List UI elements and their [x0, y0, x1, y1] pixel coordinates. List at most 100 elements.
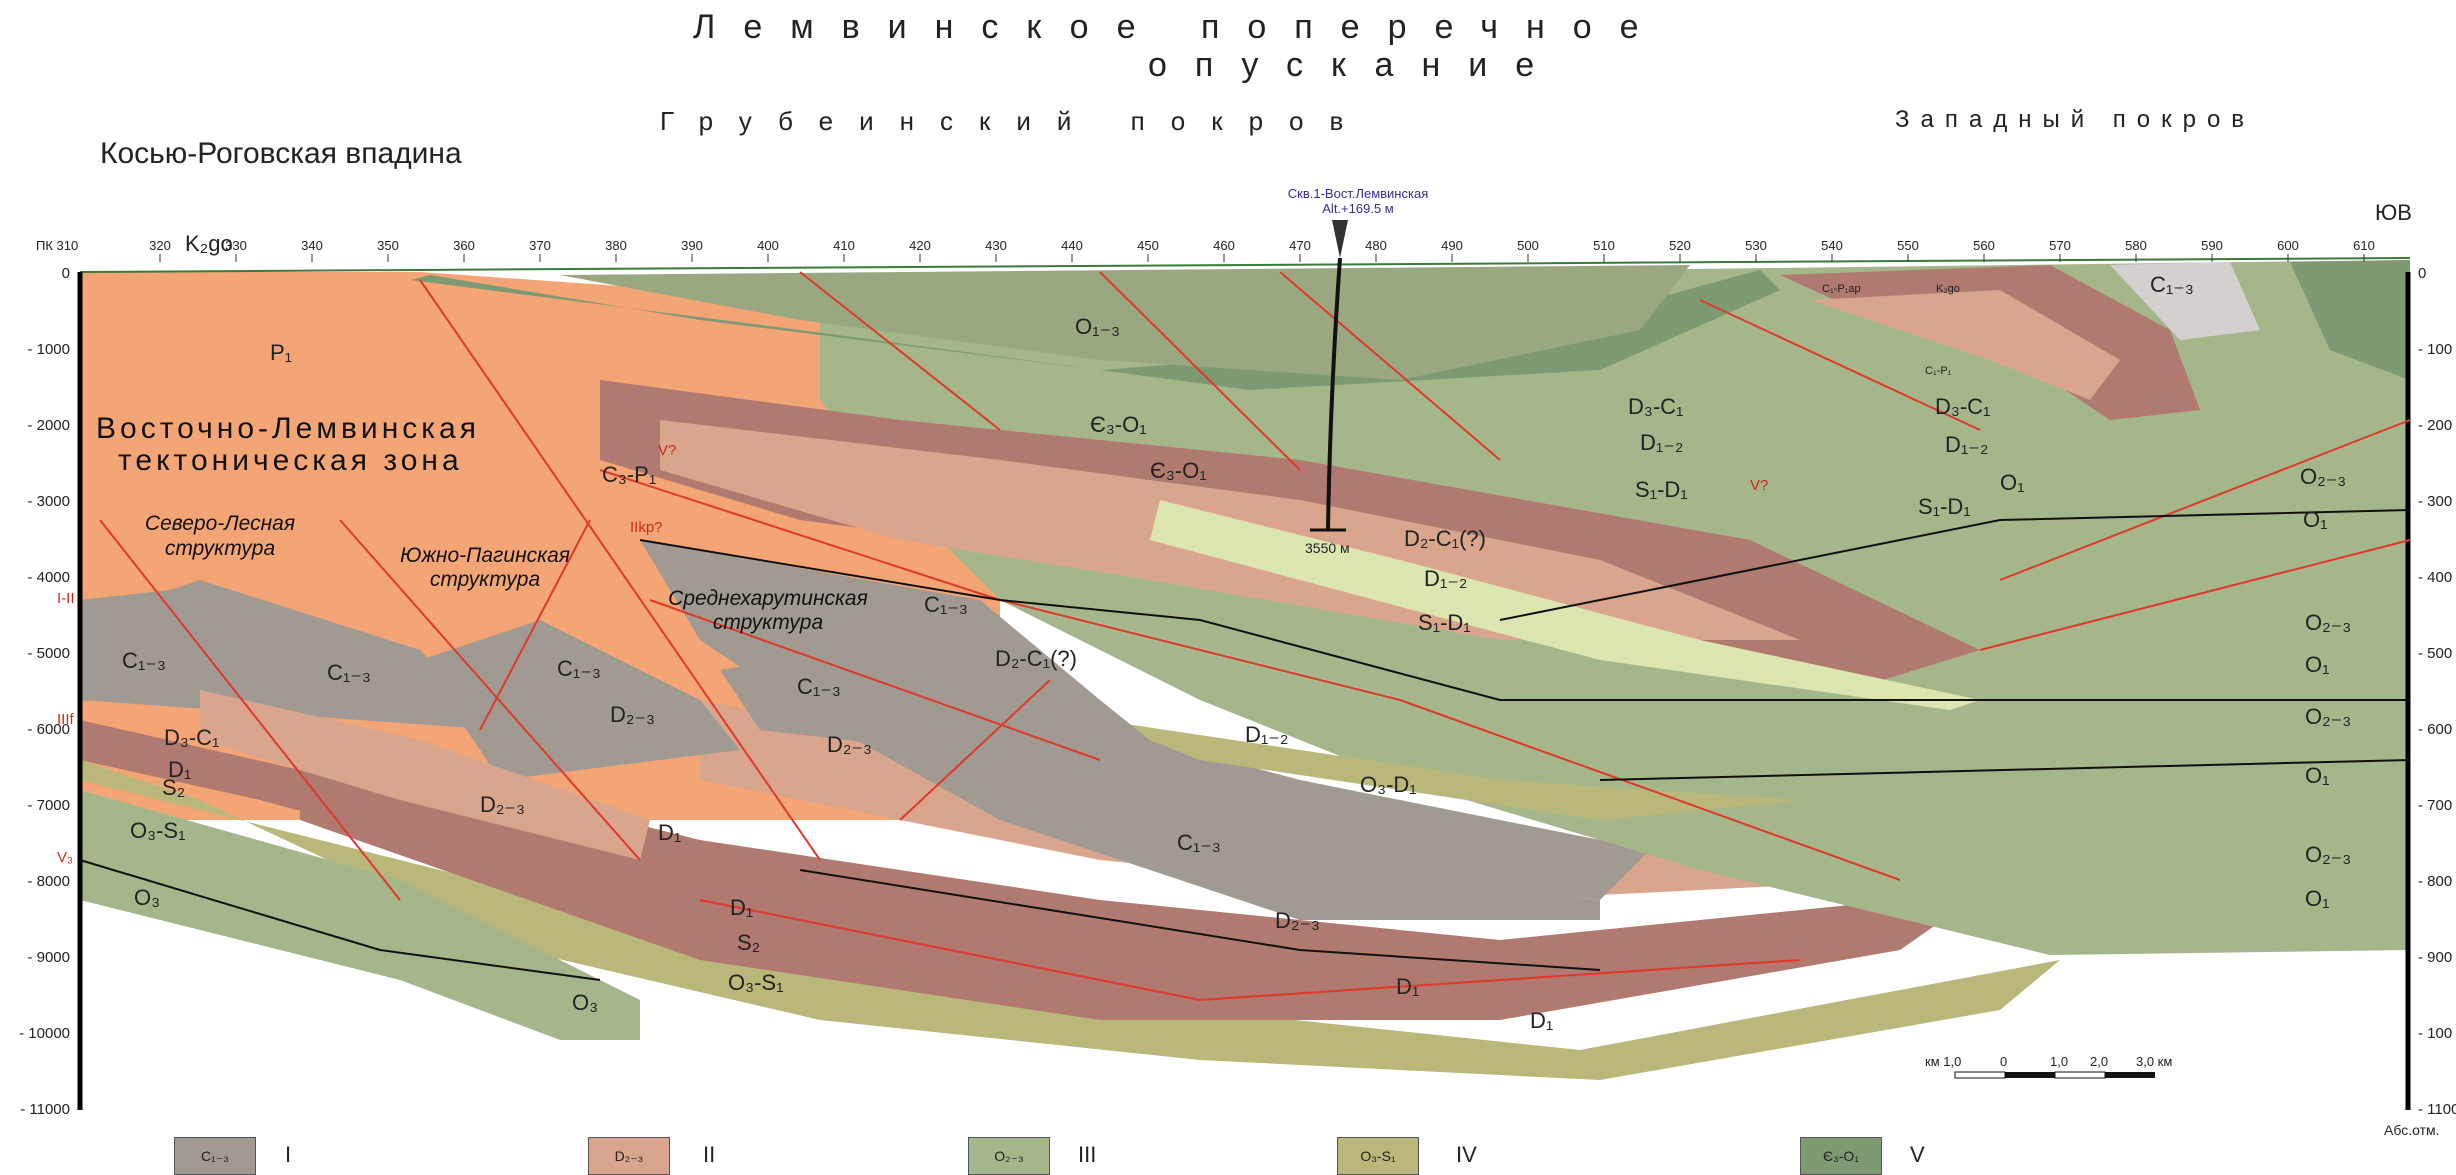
structure-severo-lesnaya-2: структура [165, 537, 275, 560]
label-d1b: D₁ [658, 820, 681, 845]
label-o23c: O₂₋₃ [2305, 704, 2351, 729]
depth-label: - 5000 [27, 645, 70, 662]
label-c13b: C₁₋₃ [327, 660, 371, 685]
pk-label: ПК 310 [36, 238, 78, 253]
pk-tick-label: 460 [1213, 238, 1235, 253]
surface-line [79, 257, 2411, 273]
depth-label: - 300 [2418, 493, 2452, 510]
label-o13: O₁₋₃ [1075, 314, 1120, 339]
depth-label: - 1000 [27, 341, 70, 358]
scale-seg-4 [2105, 1072, 2155, 1078]
olive-mid-band [1100, 720, 1800, 820]
boundary-5 [1599, 759, 2411, 781]
label-d12d: D₁₋₂ [1245, 722, 1288, 747]
depth-label: - 100 [2418, 341, 2452, 358]
green-upper-sheet [560, 265, 1690, 380]
boundary-2 [79, 859, 601, 981]
zone-label-2: тектоническая зона [118, 444, 463, 477]
scale-tick-3: 3,0 км [2136, 1054, 2172, 1069]
scale-seg-1 [1954, 1071, 2006, 1079]
label-d3c1b: D₃-C₁ [1628, 394, 1683, 419]
structure-srednekharutinskaya-1: Среднехарутинская [668, 587, 868, 610]
legend-num-iv: IV [1456, 1142, 1477, 1167]
label-d1e: D₁ [1530, 1008, 1553, 1033]
legend-swatch-iv: O₃-S₁ [1337, 1137, 1419, 1175]
cover-left-label: Грубеинский покров [660, 106, 1370, 136]
label-d2c1a: D₂-C₁(?) [1404, 526, 1486, 551]
label-o1a: O₁ [2303, 507, 2328, 532]
brown-left-block [80, 720, 500, 860]
label-o3a: O₃ [134, 885, 160, 910]
depth-label: - 11000 [20, 1101, 70, 1118]
label-d1a: D₁ [168, 757, 191, 782]
legend-num-v: V [1910, 1142, 1925, 1167]
label-c3p1: C₃-P₁ [602, 462, 656, 487]
pink-left-block [200, 690, 650, 860]
label-d23c: D₂₋₃ [827, 732, 872, 757]
marker-iikp: IIkp? [630, 519, 663, 536]
right-fold-pink [1810, 290, 2120, 400]
pk-tick-label: 330 [225, 238, 247, 253]
gray-wedge-mid [640, 540, 1600, 920]
scale-tick-2: 2,0 [2090, 1054, 2108, 1069]
pk-tick-label: 520 [1669, 238, 1691, 253]
well-name: Скв.1-Вост.Лемвинская [1288, 186, 1428, 201]
legend-swatch-ii: D₂₋₃ [588, 1137, 670, 1175]
marker-i-ii: I-II [57, 590, 75, 607]
depth-label: 0 [2418, 265, 2426, 282]
legend-num-ii: II [703, 1142, 716, 1167]
green-basal-left [80, 790, 640, 1040]
pk-tick-label: 560 [1973, 238, 1995, 253]
kz-label: K₂go [185, 231, 233, 256]
label-o23d: O₂₋₃ [2305, 842, 2351, 867]
fault-13 [1999, 419, 2411, 581]
boundary-lines [79, 509, 2411, 981]
depth-left-scale: 0- 1000- 2000- 3000- 4000- 5000- 6000- 7… [19, 265, 70, 1118]
fault-11 [599, 469, 1901, 881]
label-d12c: D₁₋₂ [1424, 566, 1467, 591]
pk-tick-label: 590 [2201, 238, 2223, 253]
pk-tick-label: 350 [377, 238, 399, 253]
depth-label: - 7000 [27, 797, 70, 814]
fault-8 [1699, 299, 1981, 431]
fault-9 [649, 599, 1101, 761]
label-o3s1b: O₃-S₁ [728, 970, 784, 995]
depth-label: - 800 [2418, 873, 2452, 890]
label-d3c1a: D₃-C₁ [164, 725, 219, 750]
label-k2go-small: K₂go [1936, 283, 1960, 295]
direction-label: ЮВ [2375, 200, 2412, 225]
label-d12b: D₁₋₂ [1945, 432, 1988, 457]
fault-7 [1279, 271, 1501, 461]
label-s1d1b: S₁-D₁ [1635, 477, 1688, 502]
label-d23b: D₂₋₃ [480, 792, 525, 817]
label-o1b: O₁ [2305, 652, 2330, 677]
gray-block-2 [420, 620, 740, 780]
label-o1d: O₁ [2305, 886, 2330, 911]
yellow-s1d1-band [1150, 500, 1980, 710]
depth-right-scale: 0- 100- 200- 300- 400- 500- 600- 700- 80… [2418, 265, 2456, 1118]
depth-unit: Абс.отм. [2384, 1122, 2440, 1138]
unit-labels: P₁ C₃-P₁ O₁₋₃ Є₃-O₁ Є₃-O₁ C₁₋₃ C₁₋₃ C₁₋₃… [122, 272, 2351, 1033]
fault-12 [1979, 539, 2411, 651]
fault-10 [899, 679, 1051, 821]
depth-label: - 100 [2418, 1025, 2452, 1042]
fault-14 [699, 899, 1801, 1002]
brown-lower-belt [300, 740, 2000, 1020]
marker-iiif: IIIf [57, 711, 75, 728]
label-c13d: C₁₋₃ [797, 674, 841, 699]
pk-tick-label: 340 [301, 238, 323, 253]
depth-label: - 900 [2418, 949, 2452, 966]
label-d1d: D₁ [1396, 974, 1419, 999]
fault-1 [99, 519, 401, 901]
depth-label: - 6000 [27, 721, 70, 738]
label-s2a: S₂ [162, 775, 185, 800]
gray-top-right [2110, 262, 2260, 340]
scale-seg-3 [2054, 1071, 2106, 1079]
pk-tick-label: 510 [1593, 238, 1615, 253]
pk-tick-label: 420 [909, 238, 931, 253]
depth-label: - 200 [2418, 417, 2452, 434]
well-trace [1326, 257, 1342, 531]
well-symbol-icon [1332, 220, 1348, 258]
pk-tick-label: 430 [985, 238, 1007, 253]
